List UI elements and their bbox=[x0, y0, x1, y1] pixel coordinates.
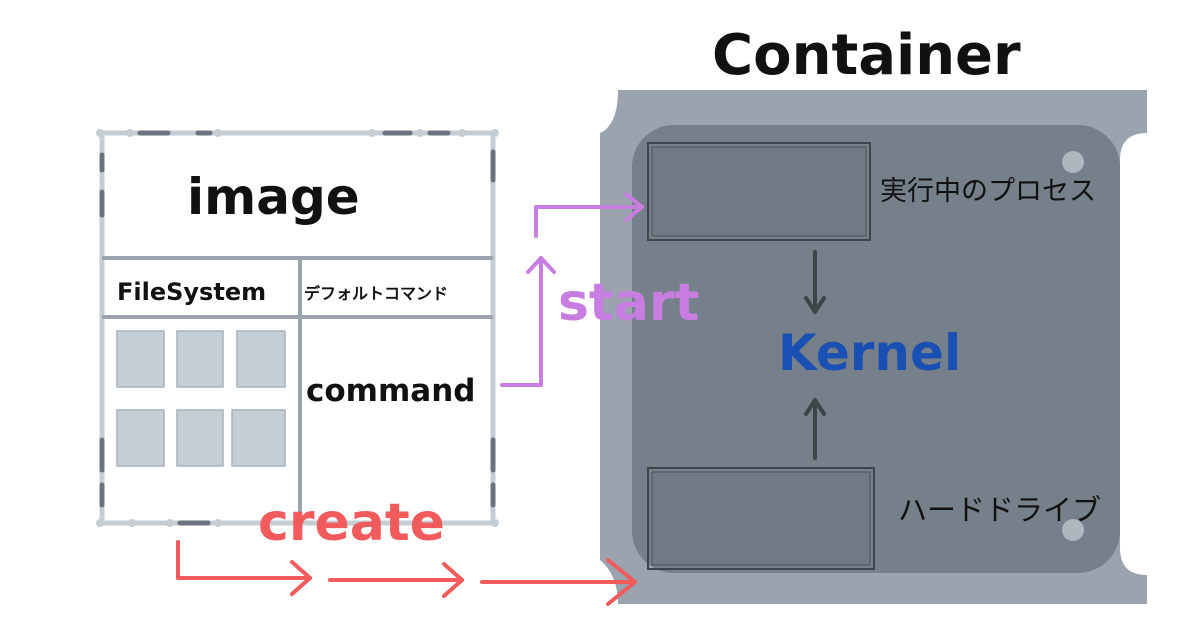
default-command-label: デフォルトコマンド bbox=[304, 284, 449, 303]
start-arrow bbox=[500, 192, 644, 387]
fs-block bbox=[176, 330, 224, 388]
kernel-label: Kernel bbox=[778, 324, 962, 382]
fs-block bbox=[231, 409, 286, 467]
fs-block bbox=[236, 330, 286, 388]
kernel-arrows bbox=[804, 250, 826, 460]
container-inner bbox=[632, 125, 1120, 573]
screw-icon bbox=[1062, 519, 1084, 541]
image-border-accents bbox=[99, 130, 496, 526]
fs-block bbox=[116, 409, 165, 467]
hard-drive-chip bbox=[647, 467, 875, 570]
create-label: create bbox=[258, 493, 445, 553]
start-label: start bbox=[558, 273, 700, 333]
filesystem-blocks bbox=[116, 330, 286, 467]
image-grid-lines bbox=[102, 256, 493, 523]
command-label: command bbox=[306, 373, 476, 409]
arrow-up-icon bbox=[804, 398, 826, 460]
filesystem-label: FileSystem bbox=[117, 278, 267, 306]
fs-block bbox=[116, 330, 165, 388]
image-border-knobs bbox=[96, 129, 499, 527]
container-box bbox=[600, 90, 1147, 604]
create-arrow bbox=[176, 540, 637, 606]
process-label: 実行中のプロセス bbox=[880, 176, 1096, 207]
process-chip bbox=[647, 142, 871, 241]
container-title: Container bbox=[712, 23, 1021, 88]
hard-drive-label: ハードドライブ bbox=[898, 493, 1102, 527]
image-frame bbox=[96, 129, 499, 527]
screw-icon bbox=[1062, 151, 1084, 173]
fs-block bbox=[176, 409, 224, 467]
image-title: image bbox=[187, 168, 360, 226]
arrow-down-icon bbox=[804, 250, 826, 314]
